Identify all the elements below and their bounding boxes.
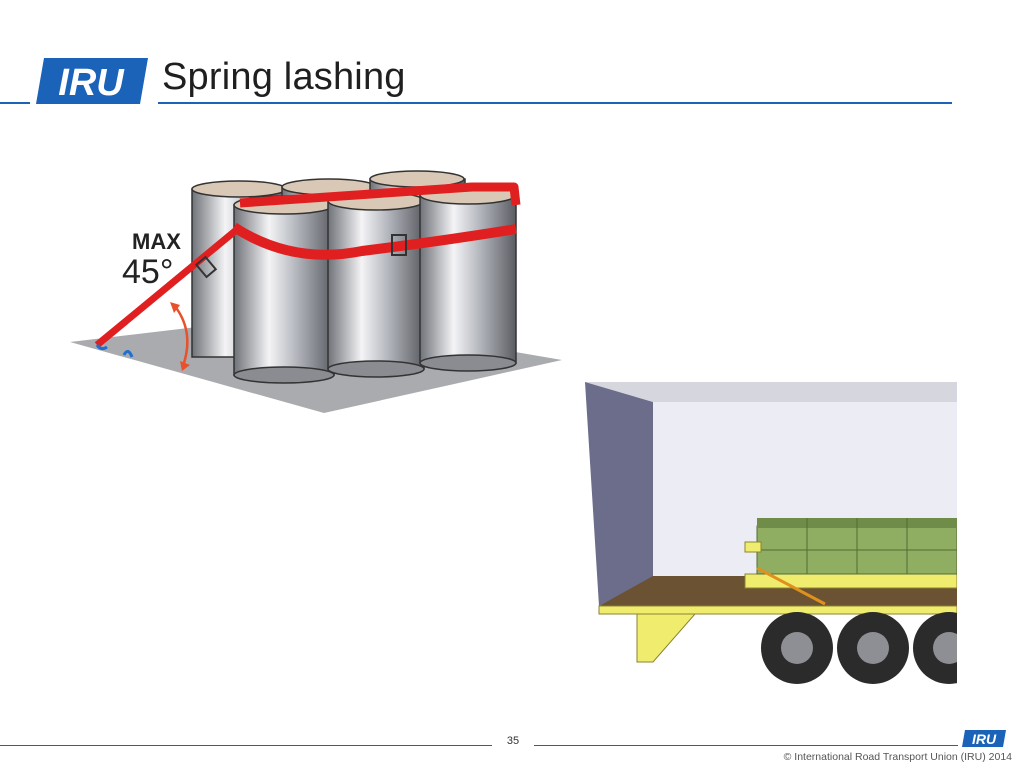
trailer-deck xyxy=(598,605,957,615)
trailer-side-wall xyxy=(585,382,653,606)
trailer-pallet-illustration xyxy=(585,382,957,684)
trailer-wheels xyxy=(761,612,957,684)
header-rule-right xyxy=(158,102,952,104)
angle-label-degrees: 45° xyxy=(122,253,173,291)
floor-anchor-hook xyxy=(95,344,134,358)
iru-small-logo: IRU xyxy=(962,730,1006,747)
trailer-chassis xyxy=(636,613,697,663)
header-rule-left xyxy=(0,102,30,104)
angle-arrow xyxy=(170,302,190,371)
slide-title: Spring lashing xyxy=(162,56,406,98)
angle-label-max: MAX xyxy=(132,229,181,254)
pallet-base xyxy=(744,573,957,589)
iru-logo: IRU xyxy=(36,58,148,104)
copyright-notice: © International Road Transport Union (IR… xyxy=(783,751,1012,763)
footer-rule-left xyxy=(0,745,492,746)
svg-text:IRU: IRU xyxy=(972,731,997,747)
pallet-cargo xyxy=(756,518,957,575)
load-bar xyxy=(744,541,762,553)
barrels-lashing-illustration: MAX 45° xyxy=(70,170,562,413)
barrel-front-row xyxy=(233,185,517,384)
footer-rule-right xyxy=(534,745,958,746)
strap-buckle xyxy=(391,234,407,256)
svg-text:IRU: IRU xyxy=(58,62,125,104)
page-number: 35 xyxy=(506,735,520,747)
strap-ratchet xyxy=(194,255,218,279)
spring-lashing-strap xyxy=(756,566,826,606)
trailer-roof xyxy=(585,382,957,402)
red-strap xyxy=(94,182,521,348)
